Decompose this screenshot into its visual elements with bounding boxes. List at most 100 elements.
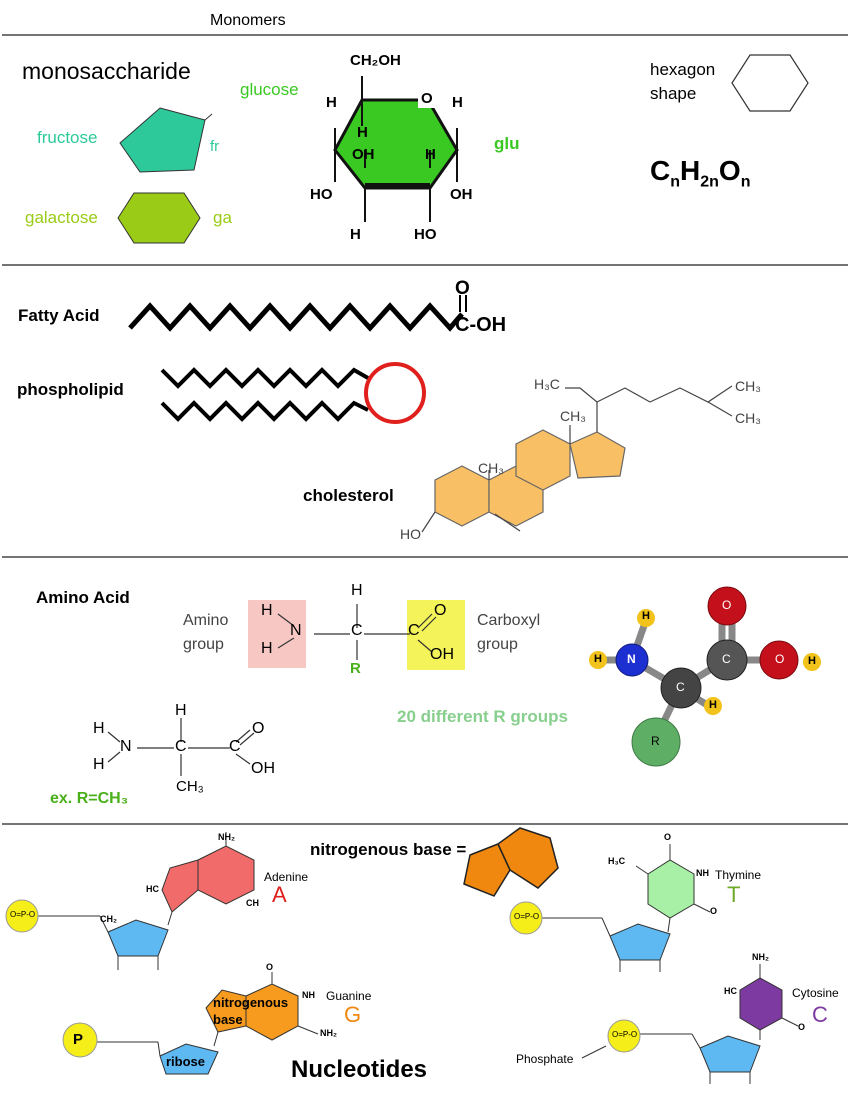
guanine-atom-nh2: NH₂: [320, 1028, 337, 1038]
fructose-short-label: fr: [210, 138, 220, 155]
amino-atom-h: H: [351, 582, 363, 599]
nitrogen-ball: [615, 643, 649, 677]
guanine-atom-nh: NH: [302, 990, 315, 1000]
glucose-structure: [333, 76, 459, 222]
ball-label-o: O: [722, 598, 732, 612]
phosphate-label: Phosphate: [516, 1052, 574, 1066]
carboxyl-group-label-1: Carboxyl: [477, 612, 541, 629]
glucose-atom-h: H: [326, 94, 337, 111]
amino-acid-heading: Amino Acid: [36, 588, 130, 607]
fructose-pentagon: [119, 107, 206, 173]
glucose-atom-ch2oh: CH₂OH: [350, 52, 401, 69]
glucose-atom-oh: OH: [352, 146, 375, 163]
nitrogenous-base-inline-2: base: [213, 1012, 243, 1027]
adenine-atom-hc: HC: [146, 884, 159, 894]
carboxyl-group-box: [407, 600, 465, 670]
phospholipid-head: [364, 362, 426, 424]
cholesterol-ch3: CH₃: [735, 378, 761, 394]
ribose-label: ribose: [166, 1054, 206, 1069]
guanine-letter: G: [344, 1002, 362, 1027]
amino-atom-r: R: [350, 660, 361, 677]
phosphate-circle: [62, 1022, 98, 1058]
fructose-label: fructose: [37, 128, 98, 147]
glucose-atom-ho: HO: [310, 186, 333, 203]
page-title: Monomers: [210, 12, 286, 29]
cytosine-atom-o: O: [798, 1022, 806, 1032]
ball-label-n: N: [627, 652, 636, 666]
thymine-structure: [635, 844, 711, 933]
ball-label-h: H: [642, 610, 650, 622]
cholesterol-label: cholesterol: [303, 486, 394, 505]
guanine-sugar: [96, 1041, 219, 1075]
thymine-atom-nh: NH: [696, 868, 709, 878]
thymine-letter: T: [727, 882, 741, 907]
ball-label-c: C: [722, 652, 731, 666]
galactose-hexagon: [117, 192, 201, 244]
phosphate-group: O=P-O: [10, 910, 36, 919]
hydrogen-ball: [704, 697, 722, 715]
alanine-bonds: [107, 718, 255, 776]
nitrogenous-base-icon: [463, 827, 559, 897]
phospholipid-tail-2: [160, 400, 369, 422]
glucose-label: glucose: [240, 80, 299, 99]
phosphate-p-label: P: [73, 1031, 84, 1048]
amino-atom-c: C: [408, 622, 420, 639]
glucose-atom-ho: HO: [414, 226, 437, 243]
alanine-atom-h: H: [93, 756, 105, 773]
r-group-ball: [631, 717, 681, 767]
adenine-atom-ch: CH: [246, 898, 259, 908]
cholesterol-h3c: H₃C: [534, 376, 560, 392]
adenine-sugar: [22, 915, 169, 970]
adenine-structure: [161, 832, 255, 926]
phosphate-circle: [607, 1019, 641, 1053]
glucose-atom-h: H: [357, 124, 368, 141]
alanine-atom-h: H: [93, 720, 105, 737]
amino-atom-h: H: [261, 602, 273, 619]
amino-group-box: [248, 600, 306, 668]
thymine-atom-h3c: H₃C: [608, 856, 626, 866]
hexagon-label-line1: hexagon: [650, 60, 716, 79]
thymine-atom-o: O: [664, 832, 672, 842]
hydroxyl-oxygen-ball: [759, 640, 799, 680]
hexagon-shape-outline: [731, 54, 809, 112]
ball-label-o: O: [775, 652, 785, 666]
fatty-acid-carbonyl-o: O: [455, 278, 470, 299]
cytosine-structure: [739, 964, 799, 1040]
amino-atom-oh: OH: [430, 646, 454, 663]
phosphate-circle: [509, 901, 543, 935]
hydrogen-ball: [637, 609, 655, 627]
cholesterol-ch3: CH₃: [478, 460, 504, 476]
fructose-tail: [204, 113, 213, 121]
thymine-name: Thymine: [715, 868, 762, 882]
oxygen-ball: [707, 586, 747, 626]
adenine-atom-ch2: CH₂: [100, 914, 117, 924]
amino-acid-bonds: [277, 604, 437, 660]
cholesterol-ho: HO: [400, 526, 421, 542]
adenine-name: Adenine: [264, 870, 309, 884]
fatty-acid-label: Fatty Acid: [18, 306, 100, 325]
alanine-atom-oh: OH: [251, 760, 275, 777]
carboxyl-carbon-ball: [706, 639, 748, 681]
phospholipid-label: phospholipid: [17, 380, 124, 399]
cytosine-atom-nh2: NH₂: [752, 952, 769, 962]
glucose-atom-h: H: [452, 94, 463, 111]
thymine-atom-o: O: [710, 906, 718, 916]
glucose-atom-o: O: [421, 90, 433, 107]
glucose-atom-h: H: [425, 146, 436, 163]
nitrogenous-base-label: nitrogenous base =: [310, 840, 467, 859]
fatty-acid-coh: C-OH: [455, 314, 507, 336]
glucose-atom-oh: OH: [450, 186, 473, 203]
alanine-atom-n: N: [120, 738, 132, 755]
amino-group-label-1: Amino: [183, 612, 229, 629]
phospholipid-tail-1: [160, 367, 369, 389]
cytosine-name: Cytosine: [792, 986, 839, 1000]
nucleotides-title: Nucleotides: [291, 1056, 428, 1083]
adenine-letter: A: [272, 882, 287, 907]
amino-example-label: ex. R=CH₃: [50, 790, 129, 807]
guanine-structure: [205, 972, 319, 1047]
alanine-atom-c: C: [229, 738, 241, 755]
glucose-short-label: glu: [494, 134, 520, 153]
phosphate-circle: [5, 899, 39, 933]
cytosine-atom-hc: HC: [724, 986, 737, 996]
